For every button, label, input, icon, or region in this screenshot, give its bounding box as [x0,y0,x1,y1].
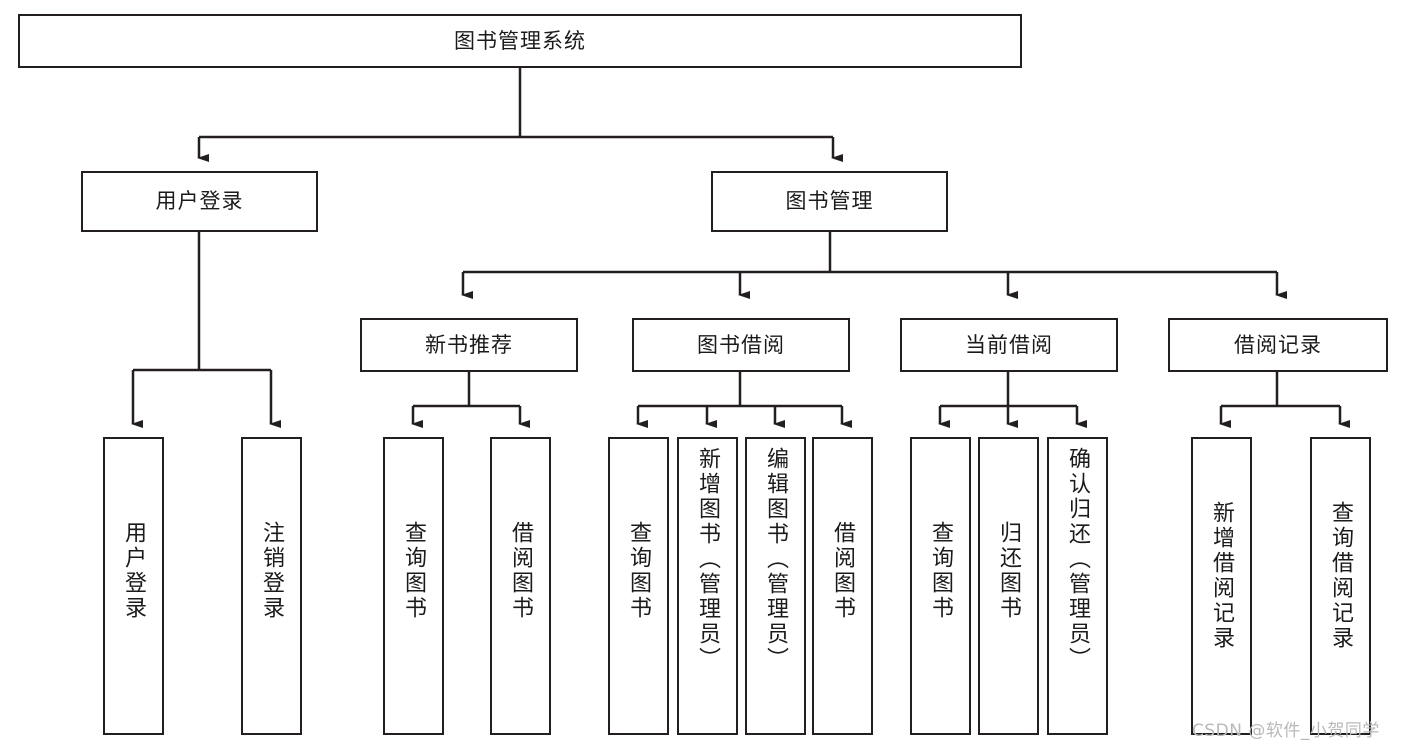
leaf-current-borrow-confirm-return-admin[interactable]: 确认归还（管理员） [1047,437,1108,735]
node-label: 当前借阅 [965,332,1053,357]
leaf-label: 查询图书 [626,521,652,621]
leaf-borrow-record-query-record[interactable]: 查询借阅记录 [1310,437,1371,735]
node-user-login[interactable]: 用户登录 [81,171,318,232]
leaf-new-book-query-book[interactable]: 查询图书 [383,437,444,735]
node-label: 图书管理 [785,189,874,214]
leaf-user-login-login[interactable]: 用户登录 [103,437,164,735]
leaf-label: 查询借阅记录 [1328,501,1354,651]
node-new-book-recommend[interactable]: 新书推荐 [360,318,578,372]
node-book-borrow[interactable]: 图书借阅 [632,318,850,372]
leaf-book-borrow-query-book[interactable]: 查询图书 [608,437,669,735]
leaf-label: 编辑图书（管理员） [763,447,789,672]
node-label: 新书推荐 [425,332,513,357]
leaf-label: 借阅图书 [830,521,856,621]
leaf-book-borrow-add-book-admin[interactable]: 新增图书（管理员） [677,437,738,735]
leaf-label: 确认归还（管理员） [1065,447,1091,672]
leaf-label: 新增图书（管理员） [695,447,721,672]
leaf-new-book-borrow-book[interactable]: 借阅图书 [490,437,551,735]
leaf-label: 用户登录 [121,521,147,621]
leaf-label: 新增借阅记录 [1209,501,1235,651]
leaf-user-login-logout[interactable]: 注销登录 [241,437,302,735]
leaf-label: 归还图书 [996,521,1022,621]
leaf-book-borrow-borrow-book[interactable]: 借阅图书 [812,437,873,735]
node-label: 图书借阅 [697,332,785,357]
node-label: 图书管理系统 [454,28,586,53]
leaf-label: 查询图书 [401,521,427,621]
node-label: 借阅记录 [1234,332,1322,357]
node-current-borrow[interactable]: 当前借阅 [900,318,1118,372]
leaf-label: 查询图书 [928,521,954,621]
leaf-book-borrow-edit-book-admin[interactable]: 编辑图书（管理员） [745,437,806,735]
node-label: 用户登录 [155,189,244,214]
node-root-book-management-system[interactable]: 图书管理系统 [18,14,1022,68]
leaf-label: 借阅图书 [508,521,534,621]
leaf-current-borrow-query-book[interactable]: 查询图书 [910,437,971,735]
csdn-watermark: CSDN @软件_小贺同学 [1192,721,1380,741]
node-book-management[interactable]: 图书管理 [711,171,948,232]
leaf-current-borrow-return-book[interactable]: 归还图书 [978,437,1039,735]
leaf-borrow-record-add-record[interactable]: 新增借阅记录 [1191,437,1252,735]
node-borrow-record[interactable]: 借阅记录 [1168,318,1388,372]
leaf-label: 注销登录 [259,521,285,621]
